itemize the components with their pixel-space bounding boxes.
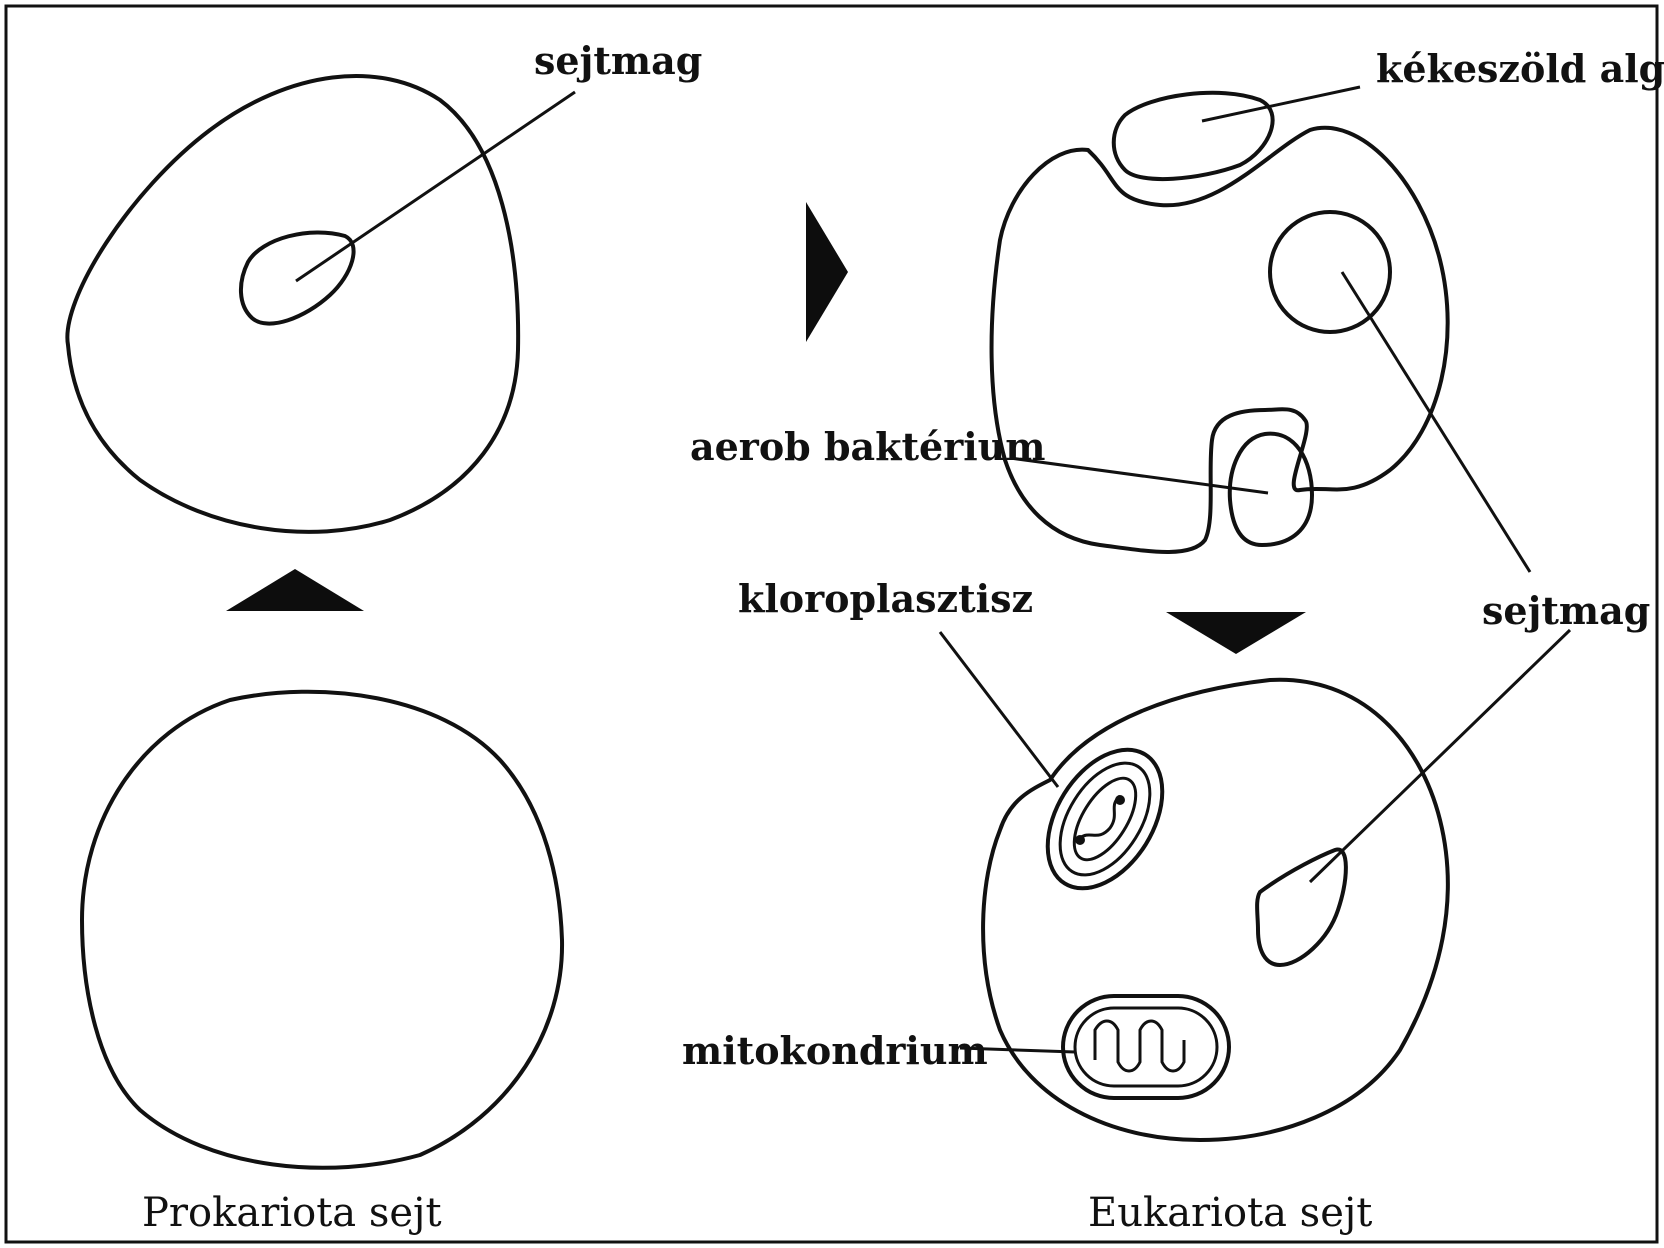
label-mitokondrium: mitokondrium [682,1028,988,1073]
host-cell-engulfing [992,128,1448,552]
label-aerob-bakterium: aerob baktérium [690,424,1046,469]
chloroplast [1024,729,1186,909]
nucleus-top [241,232,354,323]
caption-prokariota: Prokariota sejt [142,1190,442,1236]
cyanobacterium [1114,93,1273,179]
arrow-up-icon [226,569,364,611]
caption-eukariota: Eukariota sejt [1088,1190,1372,1236]
arrow-down-icon [1166,612,1306,654]
label-sejtmag-top: sejtmag [534,38,702,83]
prokaryote-cell-top [67,76,518,532]
nucleus-engulfing [1270,212,1390,332]
leader-kloroplasztisz [940,632,1058,787]
leader-sejtmag-right [1310,630,1570,882]
mitochondrion [1063,996,1229,1098]
label-kloroplasztisz: kloroplasztisz [738,576,1033,621]
label-sejtmag-right: sejtmag [1482,588,1650,633]
nucleus-eukaryote [1257,850,1346,965]
eukaryote-cell [983,680,1448,1140]
label-kekeszold-alga: kékeszöld alga [1376,46,1664,91]
arrow-right-icon [806,202,848,342]
leader-sejtmag-top [296,92,575,281]
leader-sejtmag-right-top [1342,272,1530,572]
prokaryote-cell-bottom [82,692,562,1168]
leader-aerob-bakterium [1010,458,1268,493]
